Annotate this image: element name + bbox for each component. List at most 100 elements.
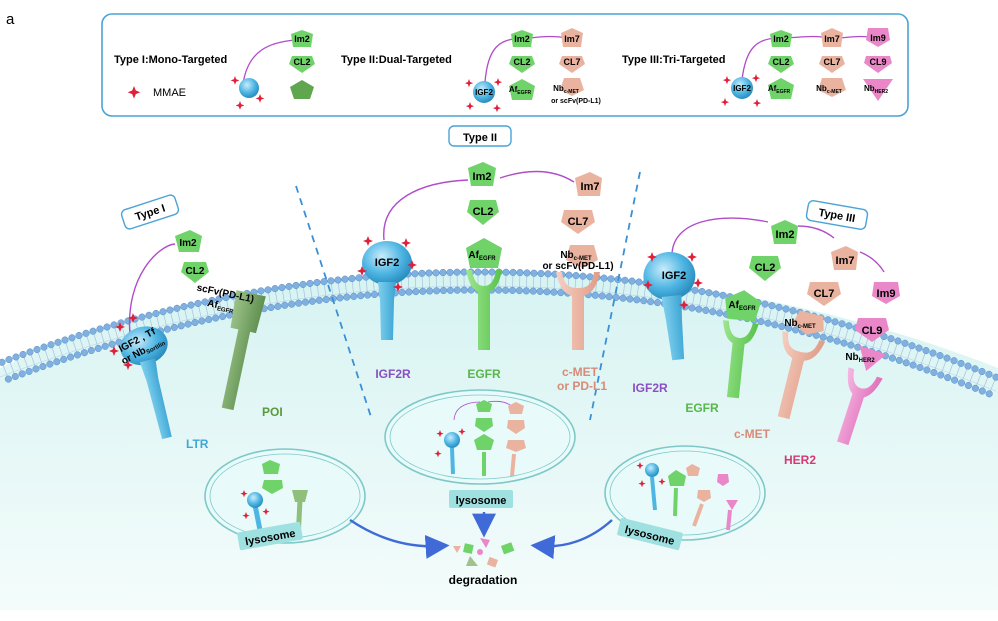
lipid-tail <box>428 275 430 289</box>
lipid-head-inner <box>46 360 54 368</box>
lipid-head-outer <box>425 269 433 277</box>
lipid-tail <box>920 353 926 365</box>
lipid-head-outer <box>565 271 573 279</box>
type1-im2: Im2 <box>179 238 197 249</box>
lipid-head-inner <box>612 293 620 301</box>
type2-cl7: CL7 <box>568 216 589 228</box>
type2-af: AfEGFR <box>468 250 496 262</box>
lipid-head-inner <box>840 339 848 347</box>
degradation-fragments-icon <box>453 538 515 568</box>
lipid-head-inner <box>605 293 613 301</box>
lipid-head-outer <box>180 303 188 311</box>
type2-scfv-alt: or scFv(PD-L1) <box>542 261 613 272</box>
lipid-head-inner <box>909 361 917 369</box>
lipid-head-outer <box>110 321 118 329</box>
mmae-star-cluster-icon <box>230 76 265 110</box>
lipid-head-outer <box>530 269 538 277</box>
lipid-head-outer <box>621 276 629 284</box>
legend-type3-nb-cmet: Nbc-MET <box>816 84 842 95</box>
type1-cl2: CL2 <box>186 266 205 277</box>
lipid-tail <box>913 350 919 363</box>
lipid-head-outer <box>19 350 27 359</box>
lipid-head-outer <box>908 342 916 350</box>
lipid-head-inner <box>536 287 544 295</box>
lipid-tail <box>219 301 223 314</box>
egfr-receptor-type2 <box>466 238 502 350</box>
lipid-head-outer <box>12 353 20 361</box>
type3-cl2-icon <box>749 256 781 281</box>
lipid-head-outer <box>971 365 979 373</box>
lipid-tail <box>948 363 954 375</box>
legend-type2-af: AfEGFR <box>509 85 532 96</box>
lipid-tail <box>969 371 975 383</box>
legend-type3-igf2: IGF2 <box>733 84 751 93</box>
lipid-head-inner <box>108 340 116 348</box>
lipid-tail <box>58 345 64 357</box>
lipid-head-inner <box>971 384 979 392</box>
lipid-tail <box>629 284 632 297</box>
mmae-star-cluster-icon <box>636 462 666 488</box>
type3-cl7: CL7 <box>814 288 835 300</box>
lipid-head-outer <box>159 308 167 316</box>
lipid-tail <box>2 364 8 377</box>
legend-type3-af: AfEGFR <box>768 84 791 95</box>
lipid-head-outer <box>824 316 832 324</box>
lipid-tail <box>44 349 50 362</box>
lipid-tail <box>553 277 556 290</box>
lipid-head-outer <box>47 341 55 349</box>
lipid-head-outer <box>516 269 524 277</box>
cl2-icon <box>289 56 315 73</box>
lipid-head-outer <box>761 300 769 308</box>
lipid-head-inner <box>39 362 47 371</box>
lipid-tail <box>414 276 417 289</box>
lipid-tail <box>719 298 723 311</box>
lipid-head-outer <box>138 313 146 321</box>
mmae-star-cluster-icon <box>357 236 417 292</box>
lipid-head-outer <box>439 268 447 277</box>
lipid-head-inner <box>792 326 800 334</box>
lipid-tail <box>602 281 605 294</box>
igf2r-receptor-type2 <box>362 241 412 340</box>
lipid-tail <box>712 296 716 309</box>
lipid-head-inner <box>964 381 972 390</box>
igf2-ligand-icon <box>239 78 259 98</box>
lipid-tail <box>892 343 898 356</box>
lipid-head-inner <box>502 286 510 294</box>
lipid-head-outer <box>208 296 216 304</box>
lipid-head-inner <box>53 358 61 366</box>
lipid-head-inner <box>198 317 206 325</box>
lipid-tail <box>282 290 285 303</box>
lipid-head-outer <box>222 293 230 302</box>
lipid-tail <box>331 283 334 296</box>
lipid-head-inner <box>895 356 903 364</box>
lipid-head-outer <box>96 325 104 333</box>
lipid-head-inner <box>398 288 406 296</box>
type1-cl2-icon <box>181 262 209 283</box>
lipid-head-outer <box>943 354 951 362</box>
lipid-head-inner <box>184 320 192 328</box>
lipid-head-inner <box>508 286 517 294</box>
lipid-head-outer <box>831 318 839 326</box>
lipid-tail <box>837 326 842 339</box>
lipid-head-inner <box>550 288 558 296</box>
type3-igf2: IGF2 <box>662 270 686 282</box>
type3-cl2: CL2 <box>755 262 776 274</box>
lipid-head-inner <box>785 324 793 332</box>
lipid-head-inner <box>902 359 910 367</box>
lipid-head-inner <box>453 286 461 294</box>
lipid-head-outer <box>915 344 923 352</box>
lipid-head-outer <box>54 338 62 346</box>
lipid-head-outer <box>775 303 783 311</box>
lipid-tail <box>23 357 29 369</box>
lipid-tail <box>191 307 195 320</box>
lipid-head-inner <box>60 355 68 363</box>
poi-label: POI <box>262 405 283 419</box>
lipid-head-outer <box>481 268 489 276</box>
lipid-tail <box>989 379 996 392</box>
lipid-head-outer <box>299 280 307 288</box>
lipid-head-outer <box>348 274 356 283</box>
lipid-tail <box>927 355 933 368</box>
lipid-head-outer <box>446 268 454 276</box>
lipid-tail <box>170 312 174 325</box>
lysosome-type3: lysosome <box>604 445 766 551</box>
